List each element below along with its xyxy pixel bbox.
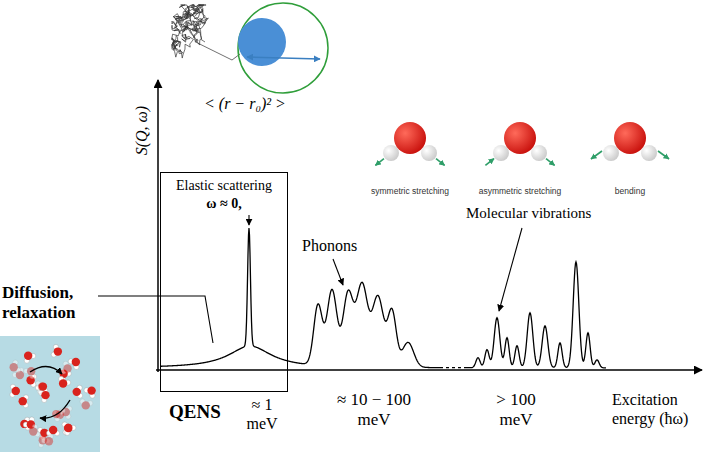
energy-range: ≈ 10 − 100 meV xyxy=(322,390,426,431)
drawing-circle xyxy=(45,437,53,445)
water-molecule xyxy=(62,422,72,435)
x-axis xyxy=(156,369,702,371)
drawing-line xyxy=(436,159,445,166)
drawing-circle xyxy=(394,122,426,154)
drawing-circle xyxy=(59,379,67,387)
water-molecule xyxy=(61,361,72,374)
water-simulation-image xyxy=(0,336,100,452)
drawing-circle xyxy=(38,383,46,391)
leader-arrow xyxy=(499,228,522,311)
drawing-circle xyxy=(641,145,657,161)
drawing-circle xyxy=(493,145,509,161)
drawing-circle xyxy=(531,145,547,161)
region-label: Diffusion, relaxation xyxy=(2,283,102,324)
qens-region-box: Elastic scatteringω ≈ 0,QENS xyxy=(160,172,288,392)
drawing-circle xyxy=(504,122,536,154)
axis-label: S(Q, ω) xyxy=(132,101,151,161)
region-name: QENS xyxy=(169,401,221,423)
drawing-circle xyxy=(41,391,49,399)
drawing-circle xyxy=(72,388,80,396)
motion-arrow xyxy=(40,400,70,418)
drawing-circle xyxy=(614,122,646,154)
drawing-circle xyxy=(54,347,62,355)
water-molecule xyxy=(24,367,36,379)
drawing-circle xyxy=(29,427,37,435)
drawing-line xyxy=(591,151,602,159)
water-molecule xyxy=(64,424,76,436)
drawing-circle xyxy=(82,401,90,409)
y-axis xyxy=(157,80,159,372)
water-molecule xyxy=(80,399,93,410)
drawing-circle xyxy=(72,358,80,366)
spectrum-curve xyxy=(160,228,606,368)
spectrum-line xyxy=(160,228,440,368)
drawing-circle xyxy=(39,382,47,390)
leader-line xyxy=(98,296,213,343)
spectrum-line xyxy=(464,262,606,368)
water-molecule xyxy=(375,122,444,165)
water-molecule xyxy=(9,360,20,373)
peak-label: Molecular vibrations xyxy=(466,204,591,222)
drawing-line xyxy=(658,151,669,159)
drawing-circle xyxy=(49,426,57,434)
water-molecule xyxy=(10,384,20,397)
drawing-circle xyxy=(421,145,437,161)
drawing-circle xyxy=(19,397,27,405)
drawing-circle xyxy=(24,352,32,360)
energy-range: > 100 meV xyxy=(484,390,548,431)
drawing-circle xyxy=(9,363,17,371)
leader-arrow xyxy=(248,215,249,225)
drawing-circle xyxy=(87,386,95,394)
mode-label: symmetric stretching xyxy=(350,186,470,196)
water-molecule xyxy=(36,381,47,394)
water-molecule xyxy=(51,344,62,357)
msd-formula: < (r − r₀)² > xyxy=(204,94,286,113)
water-molecule xyxy=(26,374,36,387)
drawing-circle xyxy=(383,145,399,161)
water-molecule xyxy=(24,352,36,364)
drawing-circle xyxy=(12,387,20,395)
water-molecule xyxy=(485,122,554,165)
region-text: Elastic scattering xyxy=(161,178,287,194)
drawing-circle xyxy=(64,424,72,432)
water-molecule xyxy=(591,122,669,161)
displacement-arrow xyxy=(247,57,320,59)
water-molecule xyxy=(29,424,40,437)
spectrum-gap xyxy=(440,367,464,368)
chain-path xyxy=(172,5,240,60)
drawing-line xyxy=(485,159,494,166)
axis-label: Excitation energy (ħω) xyxy=(612,390,704,428)
image-ground xyxy=(0,336,100,452)
water-molecule xyxy=(72,385,82,398)
motion-arrow xyxy=(30,366,62,374)
water-molecules xyxy=(375,122,669,165)
probe-circle xyxy=(238,3,328,93)
mode-label: bending xyxy=(570,186,690,196)
leader-arrow xyxy=(333,259,343,285)
region-text: ω ≈ 0, xyxy=(161,196,287,212)
polymer-chain xyxy=(172,5,240,60)
drawing-circle xyxy=(63,364,71,372)
drawing-circle xyxy=(603,145,619,161)
water-molecule xyxy=(47,426,60,436)
water-molecule xyxy=(41,434,53,445)
drawing-line xyxy=(375,159,384,166)
energy-range: ≈ 1 meV xyxy=(244,395,280,433)
mode-label: asymmetric stretching xyxy=(460,186,580,196)
drawing-line xyxy=(546,159,555,166)
water-molecule xyxy=(59,376,71,387)
water-molecule xyxy=(19,395,29,408)
particle-ball xyxy=(238,18,286,66)
water-molecule xyxy=(84,386,96,398)
peak-label: Phonons xyxy=(302,236,357,255)
